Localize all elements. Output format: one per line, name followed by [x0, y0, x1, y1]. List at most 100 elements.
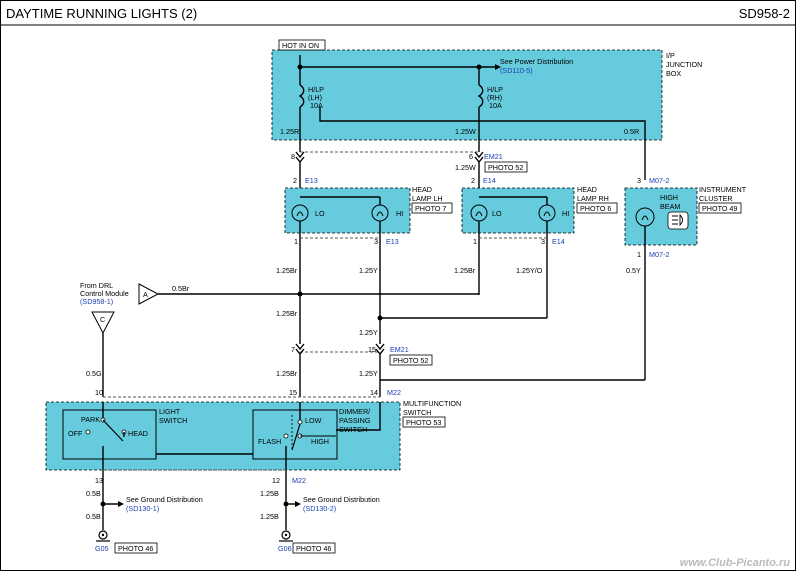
- mfs-photo-box: [402, 416, 446, 428]
- fuse-lh-l2: (LH): [308, 93, 322, 102]
- bulb-hi-rh-filament: [543, 211, 551, 217]
- ds-flash-contact: [283, 433, 289, 439]
- ds-lever: [291, 423, 301, 451]
- wire-lh-hi-label: 1.25Y: [359, 266, 378, 275]
- g06-wire-b: 1.25B: [260, 512, 279, 521]
- diagram-title: DAYTIME RUNNING LIGHTS (2): [6, 6, 197, 21]
- g06-photo-box: [292, 542, 336, 554]
- g05-wire-a: 0.5B: [86, 489, 101, 498]
- high-beam-filament: [641, 215, 649, 221]
- cluster-lamp-1: HIGH: [660, 193, 678, 202]
- dimmer-1: DIMMER/: [339, 407, 370, 416]
- mfs-pin12: 12: [272, 476, 280, 485]
- cluster-pin3: 3: [637, 176, 641, 185]
- cluster-name-2: CLUSTER: [699, 194, 733, 203]
- mfs-name-2: SWITCH: [403, 408, 431, 417]
- em21-lower-photo: PHOTO 52: [393, 356, 428, 365]
- lamp-lh-pin3: 3: [374, 237, 378, 246]
- wire-br-low-label: 1.25Br: [276, 369, 298, 378]
- bulb-lo-lh-icon: [291, 204, 309, 222]
- wire-rh-lo-label: 1.25Br: [454, 266, 476, 275]
- em21-pin7-icon: [295, 343, 305, 356]
- wire-c-label: 0.5G: [86, 369, 102, 378]
- lamp-rh-photo-box: [576, 202, 618, 214]
- cluster-pin1: 1: [637, 250, 641, 259]
- wire-0-5r: [319, 107, 646, 180]
- fuse-lh-icon: [298, 84, 305, 108]
- jb-name-1: I/P: [666, 51, 675, 60]
- em21-upper-name: EM21: [484, 152, 503, 161]
- lamp-lh-name-2: LAMP LH: [412, 194, 443, 203]
- g05-photo-box: [114, 542, 158, 554]
- drl-conn-c-icon: [91, 311, 115, 335]
- high-beam-icon: [667, 211, 689, 230]
- lamp-lh-conn-top: E13: [305, 176, 318, 185]
- g05-ref-code: (SD130-1): [126, 504, 159, 513]
- em21-pin15: 15: [368, 345, 376, 354]
- g05-photo: PHOTO 46: [118, 544, 153, 553]
- mfs-pin15: 15: [289, 388, 297, 397]
- lamp-rh-conn-top: E14: [483, 176, 496, 185]
- cluster-conn: M07-2: [649, 176, 669, 185]
- lamp-rh-name-2: LAMP RH: [577, 194, 609, 203]
- ls-park: PARK: [81, 415, 100, 424]
- bulb-hi-rh-icon: [538, 204, 556, 222]
- drl-wire-a: 0.5Br: [172, 284, 190, 293]
- hot-label-box: [278, 39, 326, 51]
- power-ref-text: See Power Distribution: [500, 57, 573, 66]
- ds-flash: FLASH: [258, 437, 281, 446]
- lamp-lh-conn-bottom: E13: [386, 237, 399, 246]
- ls-lever: [102, 419, 124, 442]
- ground-g06-icon: [279, 530, 293, 542]
- em21-upper-photo-box: [484, 161, 528, 173]
- mfs-conn-top: M22: [387, 388, 401, 397]
- em21-pin6-icon: [474, 151, 484, 164]
- em21-pin8-icon: [295, 151, 305, 164]
- power-arrow: [495, 64, 501, 70]
- mfs-pin14: 14: [370, 388, 378, 397]
- diagram-code: SD958-2: [739, 6, 790, 21]
- lamp-rh-pin2: 2: [471, 176, 475, 185]
- junction-box: [271, 49, 663, 141]
- lamp-rh-pin1: 1: [473, 237, 477, 246]
- lamp-rh-lo: LO: [492, 209, 502, 218]
- fuse-lh-l3: 10A: [310, 101, 323, 110]
- em21-wire-rh: 1.25W: [455, 163, 476, 172]
- fuse-rh-l1: H/LP: [487, 85, 503, 94]
- mfs-photo: PHOTO 53: [406, 418, 441, 427]
- g05-id: G05: [95, 544, 109, 553]
- wire-lh-lo-label: 1.25Br: [276, 266, 298, 275]
- light-switch: [62, 409, 157, 460]
- ds-high-wire: [336, 402, 381, 431]
- cluster-lamp-2: BEAM: [660, 202, 680, 211]
- lamp-lh-photo: PHOTO 7: [415, 204, 446, 213]
- high-beam-bulb-icon: [635, 207, 655, 227]
- jb-out-r: 0.5R: [624, 127, 639, 136]
- fuse-lh-l1: H/LP: [308, 85, 324, 94]
- em21-upper-photo: PHOTO 52: [488, 163, 523, 172]
- drl-conn-c: C: [100, 315, 105, 324]
- drl-from-1: From DRL: [80, 281, 113, 290]
- bulb-lo-lh-filament: [296, 211, 304, 217]
- drl-from-2: Control Module: [80, 289, 129, 298]
- em21-lower-photo-box: [389, 354, 433, 366]
- light-switch-2: SWITCH: [159, 416, 187, 425]
- g06-photo: PHOTO 46: [296, 544, 331, 553]
- fuse-rh-l3: 10A: [489, 101, 502, 110]
- wire-rh-hi-label: 1.25Y/O: [516, 266, 543, 275]
- bulb-hi-lh-icon: [371, 204, 389, 222]
- g05-wire-b: 0.5B: [86, 512, 101, 521]
- em21-pin15-icon: [375, 343, 385, 356]
- drl-conn-a: A: [143, 290, 148, 299]
- high-beam-symbol: [672, 213, 683, 227]
- light-switch-1: LIGHT: [159, 407, 181, 416]
- wire-y-low-label: 1.25Y: [359, 369, 378, 378]
- cluster-conn-bottom: M07-2: [649, 250, 669, 259]
- em21-pin8: 8: [291, 152, 295, 161]
- g06-ref-code: (SD130-2): [303, 504, 336, 513]
- watermark: www.Club-Picanto.ru: [680, 557, 790, 569]
- lamp-rh-photo: PHOTO 6: [580, 204, 611, 213]
- lamp-rh-name-1: HEAD: [577, 185, 597, 194]
